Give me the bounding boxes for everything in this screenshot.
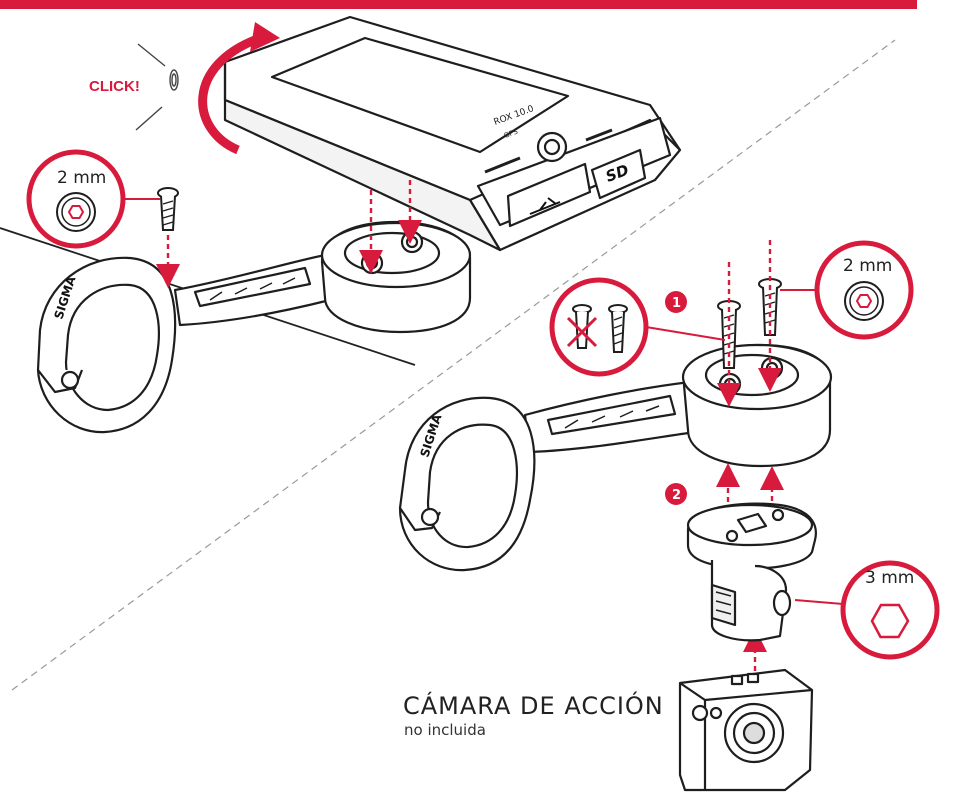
hex-size-label-camera: 3 mm xyxy=(865,568,914,588)
header-accent-bar xyxy=(0,0,917,9)
lower-mount xyxy=(398,343,833,572)
gps-device xyxy=(223,15,682,252)
hex-key-callout-camera xyxy=(794,560,940,660)
cross-out-icon xyxy=(566,316,598,348)
attach-arrows-upper xyxy=(156,180,422,288)
screw-icon xyxy=(157,187,179,231)
hex-size-label-top-left: 2 mm xyxy=(57,168,106,188)
hex-key-callout-top-left xyxy=(26,149,160,249)
upper-mount xyxy=(36,220,472,434)
step-number-2: 2 xyxy=(672,488,681,503)
hex-size-label-right: 2 mm xyxy=(843,256,892,276)
step-badge-1 xyxy=(665,291,687,313)
action-camera-icon xyxy=(678,668,814,792)
camera-note: no incluida xyxy=(404,721,486,739)
click-burst-icon xyxy=(135,43,179,131)
rotate-arrow-icon xyxy=(198,33,262,155)
section-divider xyxy=(11,39,896,691)
rotate-arrow-head-icon xyxy=(250,22,280,52)
usb-icon xyxy=(529,197,561,215)
click-label: CLICK! xyxy=(89,78,140,95)
camera-title: CÁMARA DE ACCIÓN xyxy=(403,692,664,720)
screw-comparison-callout xyxy=(549,277,726,377)
action-cam-adapter xyxy=(686,502,817,642)
step-number-1: 1 xyxy=(672,296,681,311)
hex-key-callout-right xyxy=(780,240,914,340)
step-badge-2 xyxy=(665,483,687,505)
